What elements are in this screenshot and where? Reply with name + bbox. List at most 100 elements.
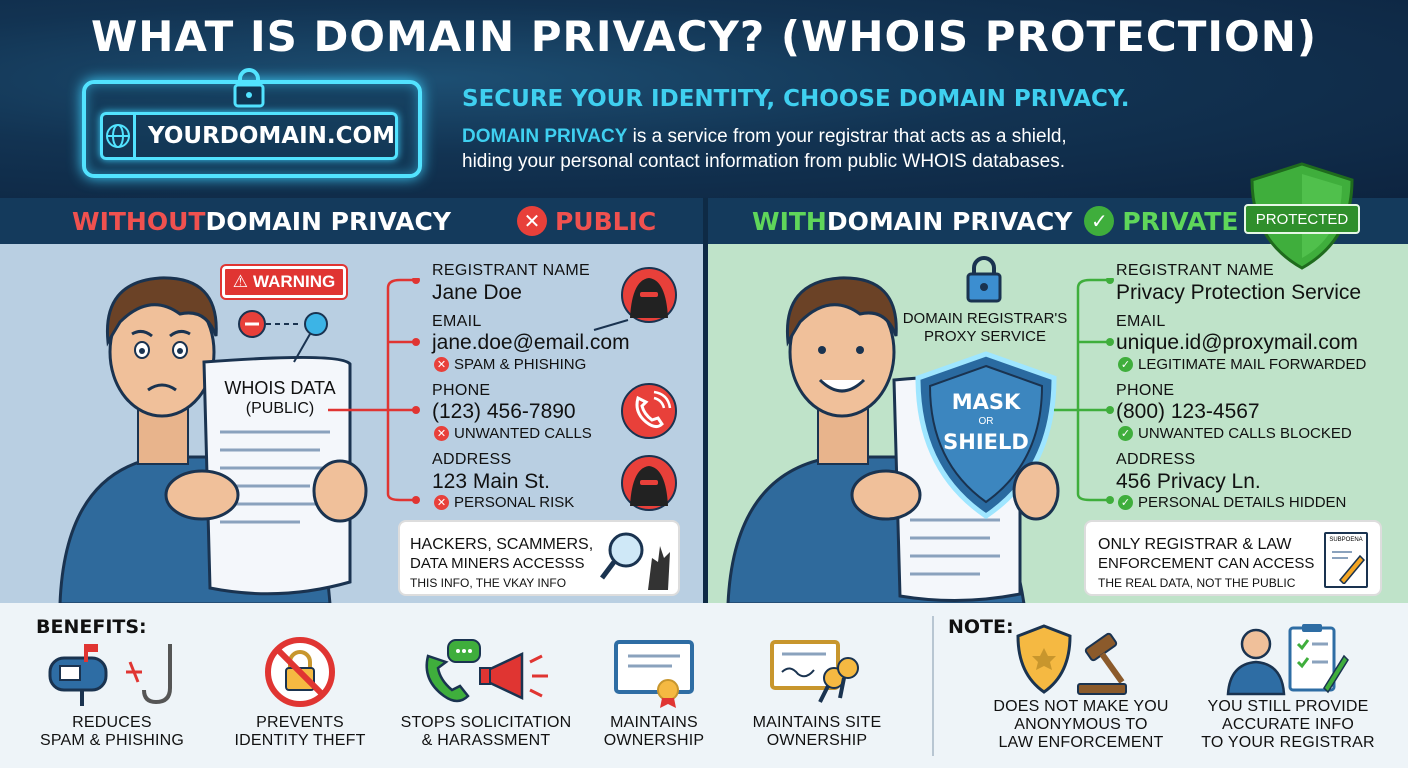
benefit-solicitation: STOPS SOLICITATION& HARASSMENT bbox=[400, 714, 572, 749]
bottom-separator bbox=[932, 616, 934, 756]
right-box-line3: THE REAL DATA, NOT THE PUBLIC bbox=[1098, 576, 1296, 590]
x-icon: ✕ bbox=[434, 495, 449, 510]
left-registrant-label: REGISTRANT NAME bbox=[432, 262, 590, 279]
left-phone-label: PHONE bbox=[432, 382, 491, 399]
shield-bottom: SHIELD bbox=[943, 430, 1029, 454]
lock-icon bbox=[233, 68, 265, 108]
scroll-subtitle: (PUBLIC) bbox=[245, 400, 315, 417]
left-box-line3: THIS INFO, THE VKAY INFO bbox=[410, 576, 567, 590]
scroll-title: WHOIS DATA bbox=[224, 378, 336, 398]
without-prefix: WITHOUT bbox=[72, 206, 206, 236]
hacker-icon bbox=[621, 267, 677, 323]
left-registrant-value: Jane Doe bbox=[432, 281, 522, 304]
left-email-label: EMAIL bbox=[432, 313, 482, 330]
page-title: WHAT IS DOMAIN PRIVACY? (WHOIS PROTECTIO… bbox=[90, 12, 1318, 61]
right-box-line2: ENFORCEMENT CAN ACCESS bbox=[1098, 555, 1315, 572]
phone-ringing-icon bbox=[621, 383, 677, 439]
domain-name: YOURDOMAIN.COM bbox=[148, 123, 395, 149]
globe-icon bbox=[103, 115, 137, 157]
left-email-value: jane.doe@email.com bbox=[432, 331, 630, 354]
right-registrant-label: REGISTRANT NAME bbox=[1116, 262, 1274, 279]
person-clipboard-icon bbox=[1226, 624, 1349, 696]
warning-triangle-icon: ⚠ bbox=[232, 272, 249, 291]
left-address-note: ✕PERSONAL RISK bbox=[434, 494, 574, 511]
hacker-icon-2 bbox=[621, 455, 677, 511]
right-registrant-value: Privacy Protection Service bbox=[1116, 281, 1362, 304]
hands-illustration-right bbox=[850, 461, 1060, 521]
right-address-note: ✓PERSONAL DETAILS HIDDEN bbox=[1118, 494, 1346, 511]
center-divider bbox=[703, 198, 708, 603]
header: WHAT IS DOMAIN PRIVACY? (WHOIS PROTECTIO… bbox=[0, 0, 1408, 198]
proxy-label: DOMAIN REGISTRAR'S PROXY SERVICE bbox=[880, 310, 1090, 346]
green-connectors bbox=[1054, 278, 1114, 504]
check-icon: ✓ bbox=[1118, 426, 1133, 441]
benefits-heading: BENEFITS: bbox=[36, 616, 147, 638]
protected-badge: PROTECTED bbox=[1244, 204, 1360, 234]
phone-megaphone-icon bbox=[425, 639, 548, 703]
check-icon: ✓ bbox=[1118, 495, 1133, 510]
pencil-icon bbox=[1332, 551, 1366, 584]
right-email-note: ✓LEGITIMATE MAIL FORWARDED bbox=[1118, 356, 1366, 373]
left-phone-value: (123) 456-7890 bbox=[432, 400, 576, 423]
no-identity-theft-icon bbox=[265, 637, 335, 707]
shield-mid: OR bbox=[978, 416, 994, 427]
red-connectors bbox=[328, 278, 420, 504]
proxy-line2: PROXY SERVICE bbox=[924, 328, 1046, 345]
right-phone-label: PHONE bbox=[1116, 382, 1175, 399]
without-suffix: DOMAIN PRIVACY bbox=[205, 206, 451, 236]
warning-label: WARNING bbox=[253, 272, 336, 291]
description: DOMAIN PRIVACY is a service from your re… bbox=[462, 124, 1222, 174]
with-prefix: WITH bbox=[752, 206, 827, 236]
left-address-label: ADDRESS bbox=[432, 451, 512, 468]
broken-key-icon bbox=[238, 310, 328, 363]
right-address-value: 456 Privacy Ln. bbox=[1116, 470, 1261, 493]
proxy-line1: DOMAIN REGISTRAR'S bbox=[902, 310, 1068, 327]
magnifier-hand-icon bbox=[600, 532, 670, 590]
padlock-icon bbox=[966, 256, 1002, 303]
left-info-box: HACKERS, SCAMMERS, DATA MINERS ACCESSS T… bbox=[398, 520, 680, 596]
left-email-note: ✕SPAM & PHISHING bbox=[434, 356, 586, 373]
right-box-line1: ONLY REGISTRAR & LAW bbox=[1098, 536, 1292, 553]
domain-bar: YOURDOMAIN.COM bbox=[100, 112, 398, 160]
shield-top: MASK bbox=[951, 390, 1021, 414]
subpoena-label: SUBPOENA bbox=[1329, 537, 1363, 543]
right-info-box: ONLY REGISTRAR & LAW ENFORCEMENT CAN ACC… bbox=[1084, 520, 1382, 596]
right-phone-value: (800) 123-4567 bbox=[1116, 400, 1260, 423]
certificate-icon bbox=[614, 640, 694, 708]
private-status: PRIVATE bbox=[1122, 206, 1239, 236]
x-icon: ✕ bbox=[434, 357, 449, 372]
right-email-value: unique.id@proxymail.com bbox=[1116, 331, 1358, 354]
tagline: SECURE YOUR IDENTITY, CHOOSE DOMAIN PRIV… bbox=[462, 86, 1130, 112]
left-box-line2: DATA MINERS ACCESSS bbox=[410, 555, 585, 572]
check-circle-icon: ✓ bbox=[1084, 206, 1115, 236]
x-circle-icon: ✕ bbox=[516, 206, 547, 236]
hands-illustration bbox=[164, 459, 368, 523]
left-address-value: 123 Main St. bbox=[432, 470, 550, 493]
badge-gavel-icon bbox=[1016, 624, 1127, 695]
description-line2: hiding your personal contact information… bbox=[462, 151, 1066, 172]
note-heading: NOTE: bbox=[948, 616, 1014, 638]
right-phone-note: ✓UNWANTED CALLS BLOCKED bbox=[1118, 425, 1352, 442]
mailbox-hook-icon bbox=[48, 644, 172, 706]
hacker-pointer bbox=[593, 319, 629, 331]
description-line1: is a service from your registrar that ac… bbox=[627, 126, 1067, 147]
x-icon: ✕ bbox=[434, 426, 449, 441]
description-strong: DOMAIN PRIVACY bbox=[462, 126, 628, 147]
bottom-section bbox=[0, 603, 1408, 768]
deed-keys-icon bbox=[770, 640, 859, 703]
without-band: WITHOUT DOMAIN PRIVACY ✕ PUBLIC bbox=[0, 198, 703, 244]
subpoena-document-icon: SUBPOENA bbox=[1324, 532, 1368, 588]
right-address-label: ADDRESS bbox=[1116, 451, 1196, 468]
with-suffix: DOMAIN PRIVACY bbox=[826, 206, 1073, 236]
right-email-label: EMAIL bbox=[1116, 313, 1166, 330]
warning-badge: ⚠ WARNING bbox=[222, 266, 346, 298]
check-icon: ✓ bbox=[1118, 357, 1133, 372]
whois-scroll bbox=[202, 355, 352, 596]
left-box-line1: HACKERS, SCAMMERS, bbox=[410, 536, 594, 553]
